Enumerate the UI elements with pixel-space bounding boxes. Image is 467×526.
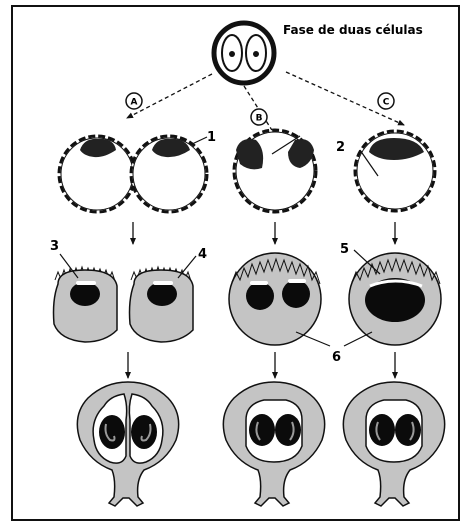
svg-text:C: C <box>383 98 390 108</box>
branch-marker-b: B <box>251 109 267 125</box>
label-4: 4 <box>198 247 207 262</box>
blastocyst-a-left <box>59 136 135 212</box>
branch-marker-a: A <box>126 93 142 109</box>
label-1: 1 <box>207 130 216 145</box>
blastocyst-c <box>355 131 435 211</box>
implanting-a-right <box>130 267 194 342</box>
label-5: 5 <box>340 242 349 257</box>
label-3: 3 <box>50 239 59 254</box>
blastocyst-b <box>234 130 316 212</box>
svg-text:B: B <box>256 114 263 124</box>
label-2: 2 <box>336 140 345 155</box>
twins-b-shared-chorion <box>223 382 324 506</box>
implanting-b <box>229 253 321 345</box>
branch-marker-c: C <box>378 93 394 109</box>
pointer-6-b <box>296 332 330 346</box>
label-6: 6 <box>332 350 341 365</box>
twins-a-separate-membranes <box>77 382 178 506</box>
implanting-c <box>349 253 441 345</box>
twins-c-shared-amnion <box>343 382 444 506</box>
blastocyst-a-right <box>131 136 207 212</box>
stage-title: Fase de duas células <box>283 23 423 37</box>
two-cell-stage <box>214 23 274 83</box>
svg-text:A: A <box>131 98 138 108</box>
pointer-6-c <box>344 332 372 346</box>
pointer-1 <box>190 137 207 145</box>
implanting-a-left <box>54 267 118 342</box>
